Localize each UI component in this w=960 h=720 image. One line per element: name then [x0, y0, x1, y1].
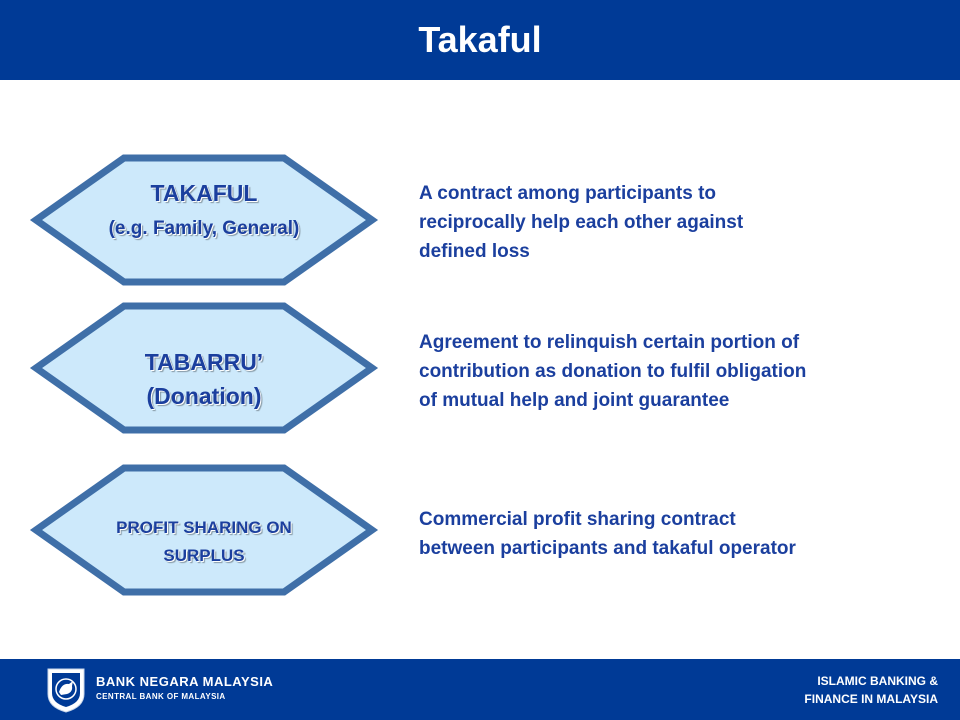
profit-sharing-hexagon: PROFIT SHARING ON SURPLUS — [28, 462, 380, 598]
takaful-description: A contract among participants to recipro… — [419, 179, 939, 266]
hexagon-sublabel: (e.g. Family, General) — [108, 218, 300, 239]
description-line: A contract among participants to — [419, 183, 716, 204]
footer-right-line: ISLAMIC BANKING & — [817, 674, 938, 688]
description-line: reciprocally help each other against — [419, 212, 744, 233]
hexagon-sublabel: SURPLUS — [163, 546, 245, 565]
footer-right-line: FINANCE IN MALAYSIA — [804, 692, 938, 706]
description-line: Agreement to relinquish certain portion … — [419, 332, 800, 353]
hexagon-shape — [29, 154, 379, 286]
header-bar: Takaful — [0, 0, 960, 80]
description-line: of mutual help and joint guarantee — [419, 390, 730, 411]
takaful-hexagon: TAKAFUL (e.g. Family, General) — [28, 152, 380, 288]
description-line: defined loss — [419, 241, 530, 262]
description-line: Commercial profit sharing contract — [419, 509, 736, 530]
profit-sharing-description: Commercial profit sharing contract betwe… — [419, 505, 939, 563]
hexagon-shape — [29, 302, 379, 434]
hexagon-sublabel: (Donation) — [146, 383, 262, 409]
bank-subtitle: CENTRAL BANK OF MALAYSIA — [96, 692, 226, 701]
hexagon-label: PROFIT SHARING ON — [116, 518, 292, 537]
slide-title: Takaful — [418, 19, 542, 60]
hexagon-label: TABARRU’ — [144, 349, 264, 375]
footer-bar: BANK NEGARA MALAYSIA CENTRAL BANK OF MAL… — [0, 659, 960, 720]
bank-negara-crest-icon — [47, 668, 85, 713]
bank-name: BANK NEGARA MALAYSIA — [96, 674, 274, 689]
tabarru-hexagon: TABARRU’ (Donation) — [28, 300, 380, 436]
description-line: between participants and takaful operato… — [419, 538, 796, 559]
description-line: contribution as donation to fulfil oblig… — [419, 361, 807, 382]
hexagon-shape — [29, 464, 379, 596]
footer-right-text: ISLAMIC BANKING & FINANCE IN MALAYSIA — [804, 672, 938, 708]
tabarru-description: Agreement to relinquish certain portion … — [419, 328, 939, 415]
hexagon-label: TAKAFUL — [150, 180, 258, 206]
